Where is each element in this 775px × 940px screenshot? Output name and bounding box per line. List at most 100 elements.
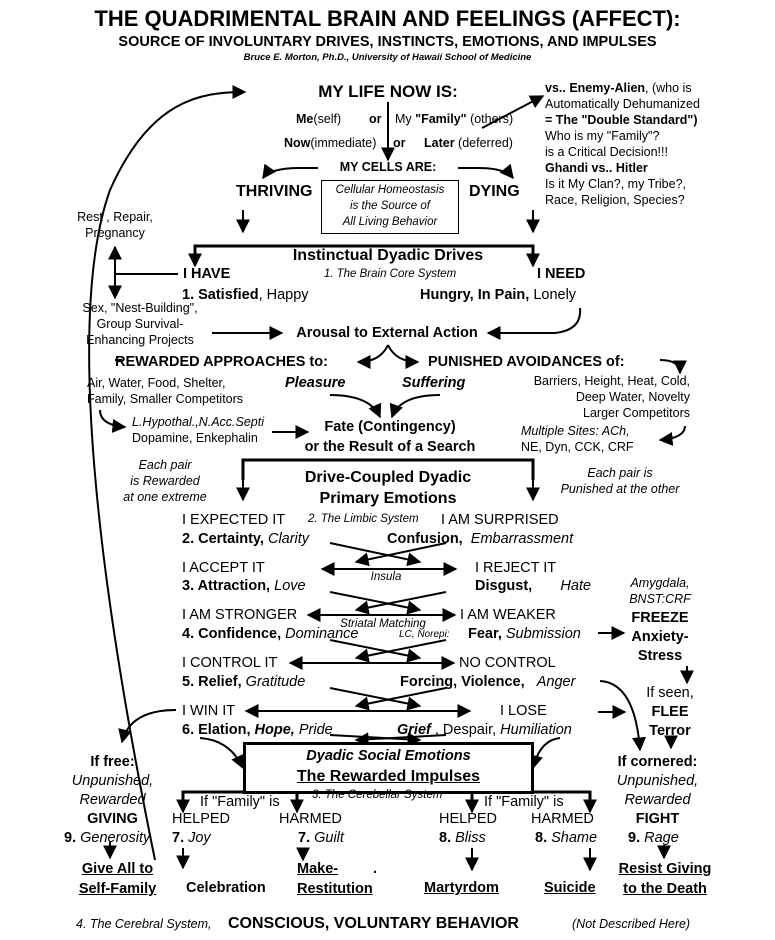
homeostasis-line-1: Cellular Homeostasis: [335, 184, 445, 196]
enemy-line-3: = The "Double Standard"): [545, 113, 698, 127]
my-family-label: My "Family" (others): [395, 112, 514, 126]
forcing-label: Forcing, Violence, Anger: [400, 674, 576, 690]
flee-label: FLEE: [651, 704, 689, 720]
brain-core-label: 1. The Brain Core System: [323, 268, 457, 280]
pair-right-line-2: Punished at the other: [560, 482, 680, 496]
give-all-line-2: Self-Family: [78, 881, 157, 897]
emotions-title-1: Drive-Coupled Dyadic: [304, 469, 472, 486]
stress-label: Stress: [637, 648, 683, 664]
accept-label: I ACCEPT IT: [182, 560, 265, 576]
cerebellar-label: 3. The Cerebellar System: [312, 789, 443, 801]
confidence-label: 4. Confidence, Dominance: [182, 626, 359, 642]
freeze-label: FREEZE: [631, 610, 689, 626]
make-restitution-line-1: Make-: [297, 861, 339, 877]
homeostasis-box: Cellular Homeostasis is the Source of Al…: [321, 180, 459, 234]
pleasure-label: Pleasure: [285, 375, 346, 391]
celebration-label: Celebration: [186, 880, 266, 896]
enemy-line-4: Who is my "Family"?: [545, 129, 660, 143]
grief-label: Grief , Despair, Humiliation: [397, 722, 572, 738]
enemy-line-1: vs.. Enemy-Alien, (who is: [545, 81, 692, 95]
barriers-line-2: Deep Water, Novelty: [575, 390, 690, 404]
barriers-line-1: Barriers, Height, Heat, Cold,: [533, 374, 690, 388]
generosity-label: 9. Generosity: [64, 830, 151, 846]
enemy-line-8: Race, Religion, Species?: [545, 193, 685, 207]
giving-label: GIVING: [87, 811, 138, 827]
dying-label: DYING: [469, 183, 520, 200]
expected-label: I EXPECTED IT: [182, 512, 286, 528]
martyrdom-label: Martyrdom: [424, 880, 499, 896]
pair-right-line-1: Each pair is: [587, 466, 653, 480]
surprised-label: I AM SURPRISED: [441, 512, 559, 528]
certainty-label: 2. Certainty, Clarity: [182, 531, 310, 547]
helped-left: HELPED: [172, 811, 231, 827]
not-described-label: (Not Described Here): [572, 917, 691, 931]
amygdala-line-2: BNST:CRF: [629, 592, 691, 606]
social-emotions-box: Dyadic Social Emotions The Rewarded Impu…: [243, 742, 534, 794]
stronger-label: I AM STRONGER: [182, 607, 298, 623]
emotions-title-2: Primary Emotions: [319, 490, 457, 507]
enemy-line-5: is a Critical Decision!!!: [545, 145, 668, 159]
thriving-label: THRIVING: [236, 183, 313, 200]
unpunished-right: Unpunished,: [616, 773, 699, 789]
sites-line-2: NE, Dyn, CCK, CRF: [521, 440, 634, 454]
rewarded-left: Rewarded: [79, 792, 146, 808]
win-label: I WIN IT: [182, 703, 236, 719]
sex-line-3: Enhancing Projects: [86, 333, 194, 347]
sites-line-1: Multiple Sites: ACh,: [521, 424, 630, 438]
suicide-label: Suicide: [544, 880, 596, 896]
hungry-label: Hungry, In Pain, Lonely: [420, 287, 577, 303]
helped-right: HELPED: [439, 811, 498, 827]
me-self-label: Me(self): [296, 112, 342, 126]
homeostasis-line-3: All Living Behavior: [342, 216, 438, 228]
pair-left-line-3: at one extreme: [123, 490, 207, 504]
relief-label: 5. Relief, Gratitude: [182, 674, 306, 690]
or-label-2: or: [393, 136, 406, 150]
or-label: or: [369, 112, 382, 126]
resist-line-1: Resist Giving: [618, 861, 712, 877]
dot-mark: .: [373, 861, 378, 877]
fear-label: Fear, Submission: [468, 626, 581, 642]
fate-line-2: or the Result of a Search: [304, 439, 476, 455]
give-all-line-1: Give All to: [81, 861, 154, 877]
social-title-2: The Rewarded Impulses: [296, 768, 481, 785]
fight-label: FIGHT: [635, 811, 680, 827]
fate-line-1: Fate (Contingency): [324, 419, 456, 435]
control-label: I CONTROL IT: [182, 655, 278, 671]
lc-norepi-label: LC, Norepi:: [399, 629, 450, 640]
pair-left-line-1: Each pair: [138, 458, 192, 472]
guilt-label: 7. Guilt: [298, 830, 344, 846]
weaker-label: I AM WEAKER: [460, 607, 556, 623]
if-free-label: If free:: [90, 754, 135, 770]
rewarded-right: Rewarded: [624, 792, 691, 808]
make-restitution-line-2: Restitution: [297, 881, 373, 897]
social-title-1: Dyadic Social Emotions: [306, 748, 471, 764]
later-deferred-label: Later (deferred): [424, 136, 513, 150]
air-line-2: Family, Smaller Competitors: [87, 392, 244, 406]
hypothal-line-1: L.Hypothal.,N.Acc.Septi: [132, 415, 265, 429]
limbic-label: 2. The Limbic System: [308, 513, 419, 525]
homeostasis-line-2: is the Source of: [350, 200, 430, 212]
amygdala-line-1: Amygdala,: [630, 576, 690, 590]
enemy-line-2: Automatically Dehumanized: [545, 97, 700, 111]
pair-left-line-2: is Rewarded: [130, 474, 200, 488]
suffering-label: Suffering: [402, 375, 466, 391]
i-have-label: I HAVE: [183, 266, 231, 282]
cells-heading: MY CELLS ARE:: [318, 161, 458, 174]
disgust-label: Disgust, Hate: [475, 578, 592, 594]
diagram-subtitle: SOURCE OF INVOLUNTARY DRIVES, INSTINCTS,…: [118, 34, 657, 50]
enemy-line-7: Is it My Clan?, my Tribe?,: [545, 177, 687, 191]
life-now-heading: MY LIFE NOW IS:: [318, 82, 458, 101]
rewarded-approaches-label: REWARDED APPROACHES to:: [115, 354, 328, 370]
if-cornered-label: If cornered:: [617, 754, 698, 770]
barriers-line-3: Larger Competitors: [583, 406, 690, 420]
reject-label: I REJECT IT: [475, 560, 557, 576]
terror-label: Terror: [649, 723, 691, 739]
sex-line-2: Group Survival-: [96, 317, 184, 331]
anxiety-label: Anxiety-: [631, 629, 689, 645]
conscious-behavior-label: CONSCIOUS, VOLUNTARY BEHAVIOR: [228, 915, 519, 932]
rest-line-2: Pregnancy: [85, 226, 145, 240]
enemy-line-6: Ghandi vs.. Hitler: [545, 161, 648, 175]
diagram-title: THE QUADRIMENTAL BRAIN AND FEELINGS (AFF…: [94, 6, 681, 31]
punished-avoidances-label: PUNISHED AVOIDANCES of:: [428, 354, 625, 370]
